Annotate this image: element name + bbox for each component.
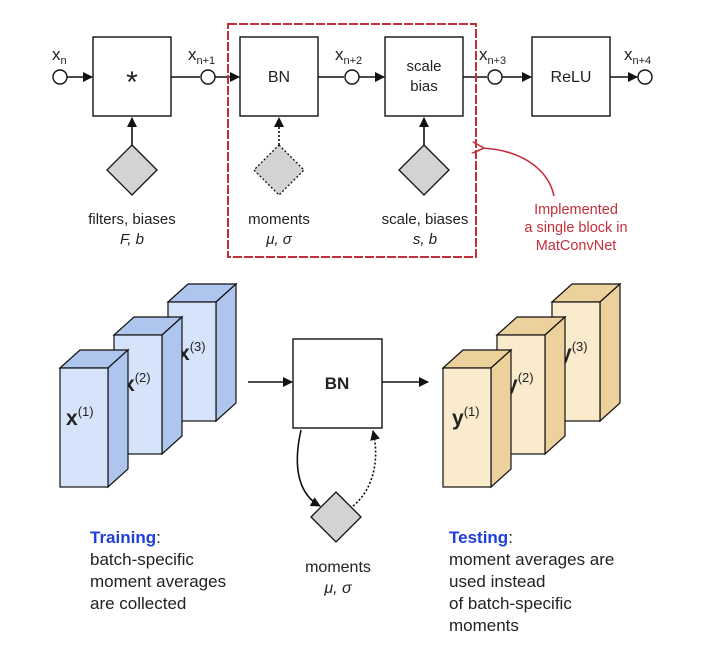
training-line: are collected	[90, 594, 187, 613]
param-filters-symbols: F, b	[120, 231, 144, 248]
bn-label-bottom: BN	[325, 374, 350, 393]
testing-line: of batch-specific	[449, 594, 572, 613]
svg-text:x(1): x(1)	[66, 404, 94, 430]
label-xn3: xn+3	[479, 45, 506, 67]
param-diamond-filters	[106, 144, 158, 196]
training-line: batch-specific	[90, 550, 194, 569]
bn-block-bottom	[292, 338, 383, 429]
matconvnet-block-outline	[227, 23, 477, 258]
conv-symbol: *	[126, 66, 138, 99]
testing-line: moment averages are	[449, 550, 615, 569]
testing-line: used instead	[449, 572, 546, 591]
training-note: Training: batch-specific moment averages…	[90, 528, 227, 613]
implemented-note-line2: a single block in	[524, 220, 627, 236]
param-scale-symbols: s, b	[413, 231, 437, 248]
node-xn3	[487, 69, 503, 85]
param-diamond-scale	[398, 144, 450, 196]
moments-symbols-bottom: μ, σ	[323, 580, 353, 597]
moments-diamond-bottom	[310, 491, 362, 543]
node-xn	[52, 69, 68, 85]
implemented-note-line3: MatConvNet	[536, 238, 617, 254]
relu-label: ReLU	[551, 69, 592, 86]
node-xn1	[200, 69, 216, 85]
testing-heading: Testing	[449, 528, 509, 547]
param-diamond-moments	[253, 144, 305, 196]
param-filters-name: filters, biases	[88, 211, 176, 228]
scale-label: scale	[406, 58, 441, 75]
bn-block-top	[239, 36, 319, 117]
label-xn: xn	[52, 45, 67, 67]
training-line: moment averages	[90, 572, 227, 591]
label-xn2: xn+2	[335, 45, 362, 67]
bn-label-top: BN	[268, 69, 290, 86]
conv-block	[92, 36, 172, 117]
node-xn2	[344, 69, 360, 85]
implemented-pointer-arrow	[482, 148, 555, 197]
label-xn1: xn+1	[188, 45, 215, 67]
testing-note: Testing: moment averages are used instea…	[449, 528, 615, 635]
input-slab-1: x(1)	[58, 348, 130, 489]
implemented-note-line1: Implemented	[534, 202, 618, 218]
output-slab-1: y(1)	[441, 348, 513, 489]
moments-name-bottom: moments	[305, 559, 371, 576]
scale-bias-block	[384, 36, 464, 117]
svg-text:y(1): y(1)	[452, 404, 480, 430]
bias-label: bias	[410, 78, 438, 95]
param-moments-name: moments	[248, 211, 310, 228]
testing-line: moments	[449, 616, 519, 635]
param-moments-symbols: μ, σ	[265, 231, 293, 248]
arrow-moments-to-bn	[352, 430, 380, 507]
label-xn4: xn+4	[624, 45, 651, 67]
param-scale-name: scale, biases	[382, 211, 469, 228]
output-slab-3: y(3)	[550, 282, 622, 423]
arrow-bn-to-moments	[296, 429, 321, 507]
node-xn4	[637, 69, 653, 85]
training-heading: Training	[90, 528, 157, 547]
